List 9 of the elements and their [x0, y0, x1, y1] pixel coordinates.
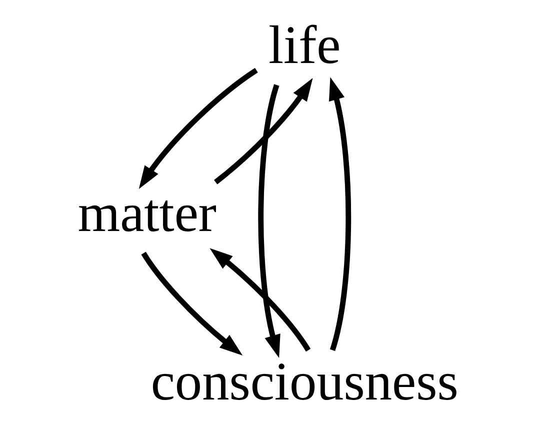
arrow — [328, 77, 352, 351]
arrow — [214, 78, 313, 184]
node-text: life — [268, 14, 341, 75]
arrow — [210, 248, 311, 352]
arrow — [138, 68, 258, 190]
node-text: consciousness — [150, 351, 458, 412]
node-text: matter — [78, 183, 217, 244]
arrow — [258, 84, 280, 358]
arrow — [141, 252, 243, 356]
